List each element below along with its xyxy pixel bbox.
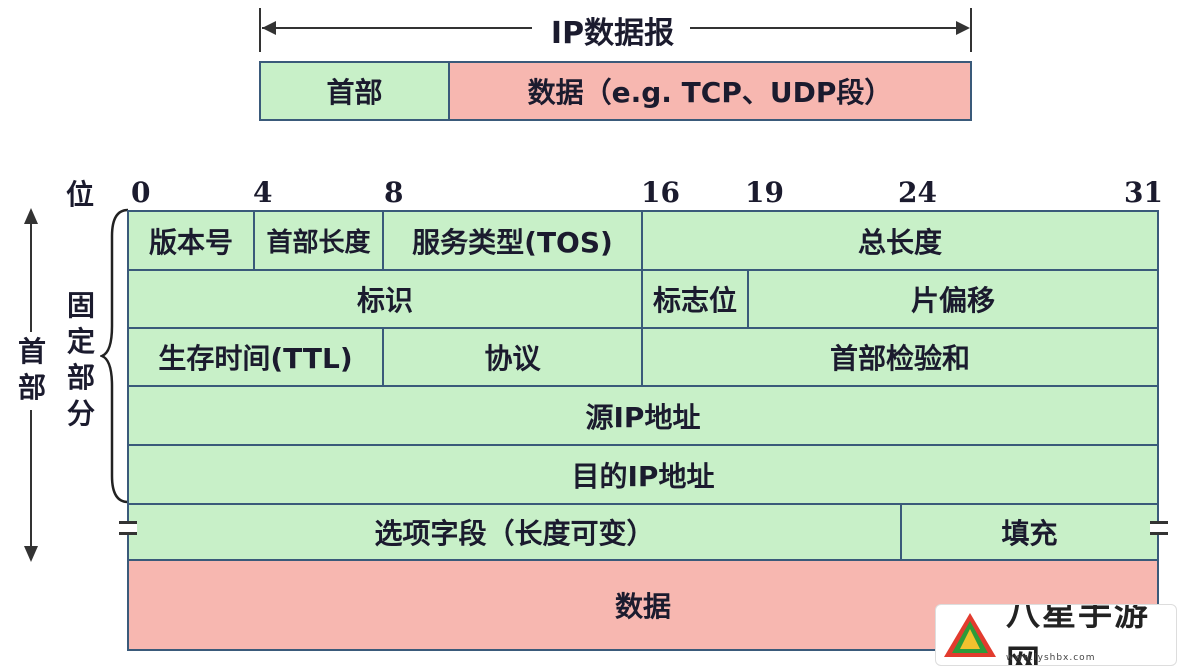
header-arrowhead-down [24,546,38,562]
fixed-part-label: 固定部分 [66,289,95,430]
datagram-label: IP数据报 [550,16,675,51]
bit-24: 24 [898,176,937,209]
header-arrow-bottom [30,410,32,552]
bit-19: 19 [745,176,784,209]
field-padding: 填充 [900,503,1159,561]
side-header-label: 首部 [17,335,46,404]
field-dest-ip: 目的IP地址 [127,444,1159,505]
datagram-arrow-left [262,27,532,29]
fixed-part-brace [100,208,129,504]
datagram-arrow-right [690,27,968,29]
field-tos: 服务类型(TOS) [382,210,643,271]
bit-4: 4 [253,176,273,209]
watermark-icon [944,613,996,657]
field-options: 选项字段（长度可变） [127,503,902,561]
field-ttl: 生存时间(TTL) [127,327,384,387]
top-header-box: 首部 [259,61,450,121]
field-checksum: 首部检验和 [641,327,1159,387]
watermark-text: 八星手游网 [1006,604,1150,666]
bit-31: 31 [1124,176,1163,209]
field-version: 版本号 [127,210,255,271]
watermark-url: www.lyshbx.com [1006,653,1096,663]
options-break-mark-left [119,521,137,535]
datagram-arrowhead-left [262,21,276,35]
options-break-mark-right [1150,521,1168,535]
datagram-right-tick [970,8,972,52]
field-source-ip: 源IP地址 [127,385,1159,446]
field-header-length: 首部长度 [253,210,384,271]
field-identification: 标识 [127,269,643,329]
field-protocol: 协议 [382,327,643,387]
bit-16: 16 [641,176,680,209]
field-total-length: 总长度 [641,210,1159,271]
bit-label: 位 [66,178,95,211]
header-arrow-top [30,222,32,332]
header-arrowhead-up [24,208,38,224]
datagram-arrowhead-right [956,21,970,35]
field-flags: 标志位 [641,269,749,329]
watermark-logo: 八星手游网 www.lyshbx.com [935,604,1177,666]
field-fragment-offset: 片偏移 [747,269,1159,329]
top-data-box: 数据（e.g. TCP、UDP段） [448,61,972,121]
datagram-left-tick [259,8,261,52]
bit-8: 8 [384,176,404,209]
bit-0: 0 [131,176,151,209]
